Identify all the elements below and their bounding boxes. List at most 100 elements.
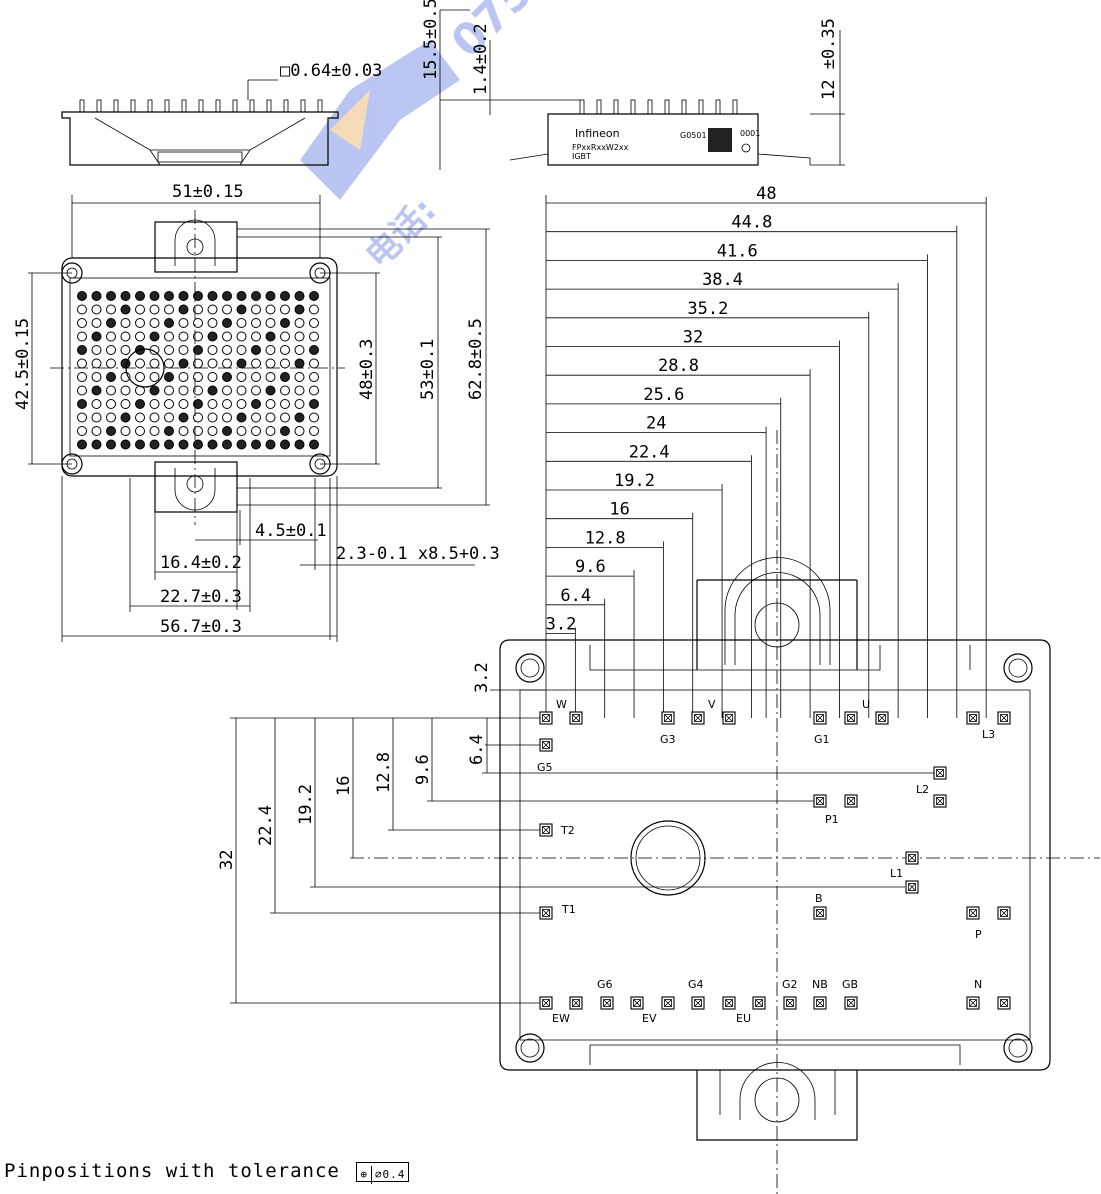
pin-label-g5: G5 bbox=[537, 761, 553, 774]
grid-pin bbox=[178, 345, 189, 355]
tolerance-value: ⌀0.4 bbox=[370, 1165, 409, 1184]
ground-icon bbox=[741, 143, 751, 153]
grid-pin bbox=[149, 358, 160, 369]
grid-pin bbox=[106, 331, 116, 342]
pin-terminal bbox=[813, 906, 827, 920]
grid-pin bbox=[178, 399, 189, 409]
grid-pin bbox=[294, 291, 305, 301]
grid-pin bbox=[294, 426, 305, 436]
grid-pin bbox=[265, 358, 276, 369]
pin-label-g1: G1 bbox=[814, 733, 830, 746]
grid-pin bbox=[106, 426, 116, 436]
grid-pin bbox=[251, 331, 261, 342]
grid-pin bbox=[265, 399, 276, 409]
hdim-label: 9.6 bbox=[575, 557, 606, 577]
grid-pin bbox=[251, 304, 261, 315]
hdim-label: 44.8 bbox=[731, 213, 772, 233]
grid-pin bbox=[135, 358, 145, 369]
hdim-label: 48 bbox=[756, 184, 776, 204]
pin-terminal bbox=[905, 880, 919, 894]
pin-terminal bbox=[539, 996, 553, 1010]
grid-pin bbox=[91, 304, 102, 315]
grid-pin bbox=[265, 331, 276, 342]
grid-pin bbox=[120, 304, 131, 315]
pin-terminal bbox=[933, 794, 947, 808]
dim-62-8: 62.8±0.5 bbox=[466, 318, 486, 400]
grid-pin bbox=[178, 318, 189, 328]
grid-pin bbox=[149, 385, 160, 396]
grid-pin bbox=[309, 345, 319, 355]
grid-pin bbox=[178, 331, 189, 342]
grid-pin bbox=[120, 385, 131, 396]
pin-terminal bbox=[569, 996, 583, 1010]
grid-pin bbox=[91, 291, 102, 301]
pin-label-ew: EW bbox=[552, 1012, 570, 1025]
grid-pin bbox=[280, 412, 290, 423]
side-view-right: Infineon FPxxRxxW2xx IGBT G0501 0001 15.… bbox=[421, 0, 845, 170]
grid-pin bbox=[91, 439, 102, 450]
hdim-label: 32 bbox=[683, 328, 703, 348]
grid-pin bbox=[222, 345, 232, 355]
grid-pin bbox=[236, 318, 247, 328]
grid-pin bbox=[265, 372, 276, 382]
tolerance-064: □0.64±0.03 bbox=[280, 61, 382, 81]
grid-pin bbox=[280, 439, 290, 450]
grid-pin bbox=[178, 304, 189, 315]
grid-pin bbox=[294, 439, 305, 450]
grid-pin bbox=[280, 291, 290, 301]
grid-pin bbox=[178, 291, 189, 301]
grid-pin bbox=[251, 439, 261, 450]
grid-pin bbox=[77, 426, 87, 436]
pin-label-l2: L2 bbox=[916, 783, 929, 796]
grid-pin bbox=[236, 372, 247, 382]
pin-label-u: U bbox=[862, 698, 870, 711]
grid-pin bbox=[106, 412, 116, 423]
grid-pin bbox=[280, 372, 290, 382]
pin-terminal bbox=[813, 711, 827, 725]
pin-terminal bbox=[844, 711, 858, 725]
grid-pin bbox=[294, 412, 305, 423]
grid-pin bbox=[106, 291, 116, 301]
pin-terminal bbox=[933, 766, 947, 780]
vdim-6-4: 6.4 bbox=[467, 734, 487, 765]
grid-pin bbox=[236, 439, 247, 450]
grid-pin bbox=[120, 426, 131, 436]
grid-pin bbox=[294, 318, 305, 328]
device-type: IGBT bbox=[572, 152, 591, 161]
pin-label-g3: G3 bbox=[660, 733, 676, 746]
dim-12: 12 ±0.35 bbox=[819, 18, 839, 100]
grid-pin bbox=[193, 439, 203, 450]
pin-label-g6: G6 bbox=[597, 978, 613, 991]
grid-pin bbox=[265, 412, 276, 423]
grid-pin bbox=[178, 372, 189, 382]
grid-pin bbox=[265, 304, 276, 315]
grid-pin bbox=[149, 331, 160, 342]
grid-pin bbox=[236, 345, 247, 355]
grid-pin bbox=[251, 399, 261, 409]
grid-pin bbox=[193, 291, 203, 301]
part-number: FPxxRxxW2xx bbox=[572, 143, 629, 152]
pin-terminal bbox=[569, 711, 583, 725]
grid-pin bbox=[309, 358, 319, 369]
grid-pin bbox=[207, 399, 218, 409]
pin-labels: W V U G3 G1 L3 G5 L2 P1 T2 L1 B T1 P G6 … bbox=[537, 698, 995, 1025]
dim-42-5: 42.5±0.15 bbox=[13, 318, 33, 410]
grid-pin bbox=[265, 426, 276, 436]
grid-pin bbox=[251, 372, 261, 382]
grid-pin bbox=[106, 385, 116, 396]
pin-label-l1: L1 bbox=[890, 867, 903, 880]
grid-pin bbox=[178, 439, 189, 450]
pin-terminal bbox=[997, 996, 1011, 1010]
dim-1-4: 1.4±0.2 bbox=[471, 23, 491, 95]
grid-pin bbox=[207, 291, 218, 301]
grid-pin bbox=[120, 372, 131, 382]
grid-pin bbox=[207, 331, 218, 342]
grid-pin bbox=[164, 385, 174, 396]
grid-pin bbox=[251, 385, 261, 396]
grid-pin bbox=[193, 345, 203, 355]
grid-pin bbox=[164, 345, 174, 355]
grid-pin bbox=[309, 412, 319, 423]
grid-pin bbox=[164, 331, 174, 342]
hdim-label: 35.2 bbox=[687, 299, 728, 319]
horizontal-dimensions: 4844.841.638.435.23228.825.62422.419.216… bbox=[545, 184, 987, 720]
